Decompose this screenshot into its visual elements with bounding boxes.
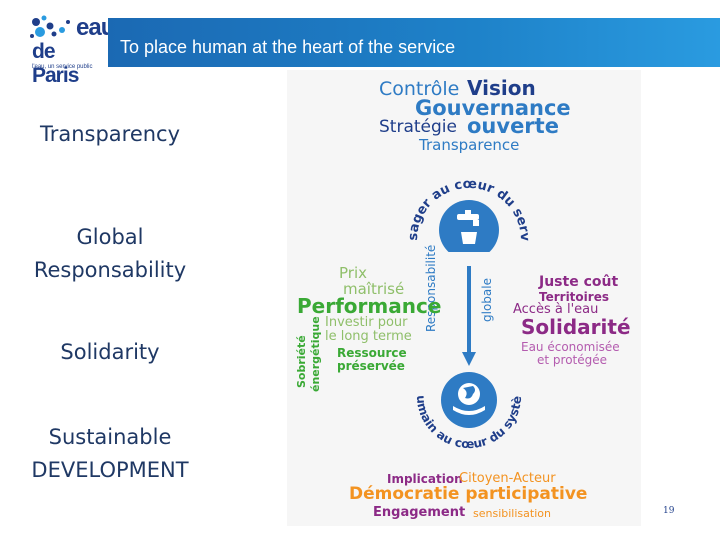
- poster-performance: Performance: [297, 294, 442, 318]
- value-solidarity: Solidarity: [0, 336, 220, 369]
- value-sustainable-development: Sustainable DEVELOPMENT: [0, 421, 220, 487]
- logo-tagline: l'eau, un service public: [32, 64, 93, 70]
- eau-de-paris-logo: eau de Paris l'eau, un service public: [28, 14, 115, 87]
- poster-globale: globale: [480, 278, 494, 322]
- poster-prix: Prix: [339, 264, 367, 282]
- down-arrow-icon: [462, 266, 476, 366]
- poster-investir-line1: Investir pour: [325, 315, 408, 330]
- poster-implication: Implication: [387, 472, 463, 486]
- poster-eau-economisee-line1: Eau économisée: [521, 340, 620, 354]
- poster-responsabilite: Responsabilité: [424, 244, 438, 332]
- page-number: 19: [663, 506, 675, 516]
- poster-investir-line2: le long terme: [325, 329, 412, 344]
- logo-de-paris-text: de Paris: [32, 40, 79, 87]
- poster-sobriete-line1: Sobriété: [295, 335, 308, 388]
- poster-sensibilisation: sensibilisation: [473, 507, 551, 520]
- poster-vision: Vision: [467, 76, 536, 100]
- poster-maitrise: maîtrisé: [343, 280, 405, 298]
- poster-citoyen-acteur: Citoyen-Acteur: [459, 471, 556, 486]
- poster-solidarite: Solidarité: [521, 315, 631, 339]
- value-transparency-label: Transparency: [39, 122, 181, 146]
- value-global-line1: Global: [76, 225, 144, 249]
- globe-in-hand-icon: [453, 383, 485, 415]
- value-sustainable-line2: DEVELOPMENT: [31, 458, 189, 482]
- value-sustainable-line1: Sustainable: [48, 425, 172, 449]
- poster-transparence: Transparence: [419, 136, 520, 154]
- value-solidarity-label: Solidarity: [60, 340, 160, 364]
- poster-ressource-line2: préservée: [337, 359, 405, 373]
- poster-ressource-line1: Ressource: [337, 346, 407, 360]
- poster-controle: Contrôle: [379, 78, 460, 100]
- water-drops-icon: [30, 15, 70, 38]
- value-transparency: Transparency: [0, 118, 220, 151]
- values-poster: Contrôle Vision Gouvernance Stratégie ou…: [287, 70, 641, 526]
- poster-territoires: Territoires: [539, 290, 609, 304]
- title-bar: To place human at the heart of the servi…: [108, 18, 720, 67]
- value-global-responsability: Global Responsability: [0, 221, 220, 287]
- poster-eau-economisee-line2: et protégée: [537, 353, 608, 367]
- poster-ouverte: ouverte: [467, 114, 559, 138]
- usager-circle-graphic: L'usager au cœur du service: [399, 152, 532, 252]
- poster-gouvernance: Gouvernance: [415, 96, 571, 120]
- poster-sobriete-line2: énergétique: [309, 316, 322, 392]
- poster-strategie: Stratégie: [379, 117, 457, 137]
- poster-acces: Accès à l'eau: [513, 302, 599, 317]
- poster-engagement: Engagement: [373, 505, 466, 520]
- value-global-line2: Responsability: [33, 258, 187, 282]
- poster-democratie: Démocratie participative: [349, 484, 588, 504]
- water-tap-icon: [457, 210, 479, 244]
- page-title: To place human at the heart of the servi…: [120, 37, 456, 57]
- poster-juste-cout: Juste coût: [539, 274, 619, 290]
